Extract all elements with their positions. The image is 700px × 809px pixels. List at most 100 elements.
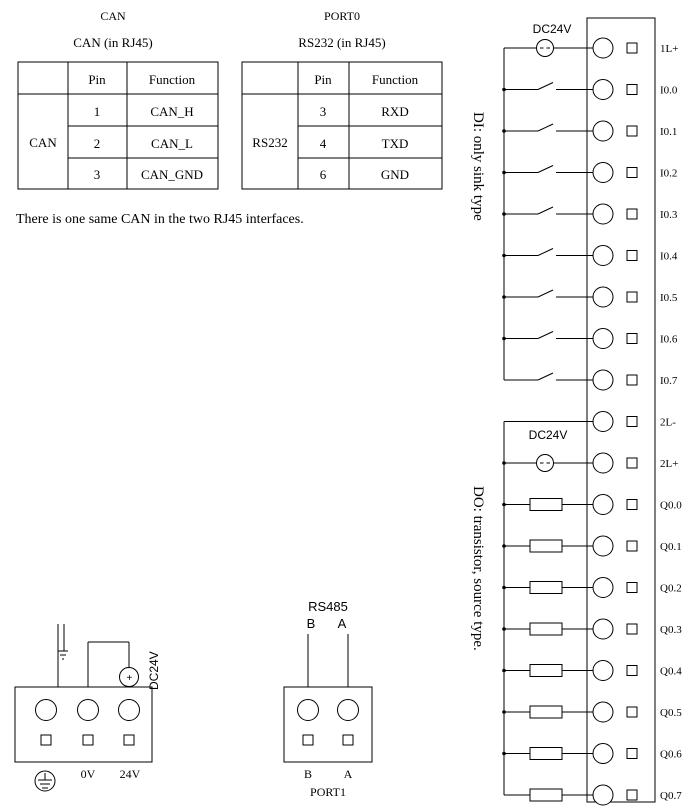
rj45-note: There is one same CAN in the two RJ45 in… — [16, 212, 304, 227]
do-type-label: DO: transistor, source type. — [470, 486, 486, 651]
terminal-label: I0.4 — [660, 251, 678, 263]
can-table: CAN CAN (in RJ45) Pin Function CAN 1 CAN… — [17, 9, 219, 190]
power-label-0v: 0V — [81, 767, 96, 781]
rs232-pin: 4 — [320, 136, 327, 151]
terminal-screw — [592, 701, 614, 723]
rs485-top-label-b: B — [307, 616, 316, 631]
rs232-table: PORT0 RS232 (in RJ45) Pin Function RS232… — [241, 9, 443, 190]
terminal-square — [626, 665, 638, 676]
terminal-label: I0.3 — [660, 209, 678, 221]
terminal-label: Q0.4 — [660, 666, 682, 678]
rs232-header-function: Function — [372, 72, 419, 87]
port1-bottom-label-b: B — [304, 767, 312, 781]
load-resistor-icon — [529, 498, 563, 511]
terminal-square — [626, 416, 638, 427]
dc24v-source-icon — [536, 39, 554, 57]
terminal-screw — [592, 743, 614, 764]
load-resistor-icon — [529, 664, 563, 677]
terminal-label: Q0.5 — [660, 707, 682, 719]
terminal-square — [626, 208, 638, 220]
terminal-square — [626, 540, 638, 552]
rs232-caption: RS232 (in RJ45) — [298, 35, 385, 50]
terminal-rows: 1L+I0.0I0.1I0.2I0.3I0.4I0.5I0.6I0.72L-2L… — [592, 37, 682, 806]
terminal-screw — [592, 120, 614, 142]
terminal-screw — [592, 618, 614, 640]
port1-bottom-label-a: A — [344, 767, 353, 781]
terminal-square — [626, 42, 638, 54]
rs232-caption-top: PORT0 — [324, 9, 360, 23]
terminal-square — [626, 748, 638, 759]
can-function: CAN_H — [150, 104, 193, 119]
port1-connector: RS485 B A B A PORT1 — [283, 599, 373, 799]
terminal-square — [626, 291, 638, 303]
rs232-pin: 3 — [320, 104, 327, 119]
dc24v-source-icon — [119, 667, 139, 687]
terminal-screw — [592, 79, 614, 100]
load-resistor-icon — [529, 788, 563, 802]
terminal-screw — [592, 328, 614, 349]
terminal-label: 2L+ — [660, 458, 678, 470]
terminal-square — [626, 167, 638, 178]
can-pin: 3 — [94, 167, 101, 182]
di-supply-label: DC24V — [533, 22, 572, 36]
terminal-square — [626, 333, 638, 344]
terminal-label: 1L+ — [660, 43, 678, 55]
power-supply-label: DC24V — [147, 651, 161, 690]
terminal-label: Q0.1 — [660, 541, 682, 553]
terminal-screw — [592, 203, 614, 225]
terminal-screw — [592, 37, 614, 59]
load-resistor-icon — [529, 539, 563, 553]
terminal-label: I0.0 — [660, 85, 678, 97]
terminal-square — [626, 582, 638, 593]
terminal-square — [626, 125, 638, 137]
terminal-label: 2L- — [660, 417, 676, 429]
can-header-function: Function — [149, 72, 196, 87]
terminal-label: Q0.6 — [660, 749, 682, 761]
terminal-label: Q0.0 — [660, 500, 682, 512]
can-caption: CAN (in RJ45) — [73, 35, 152, 50]
rs485-title: RS485 — [308, 599, 348, 614]
can-function: CAN_GND — [141, 167, 203, 182]
terminal-screw — [592, 411, 614, 432]
terminal-square — [626, 706, 638, 718]
load-resistor-icon — [529, 622, 563, 636]
terminal-label: Q0.3 — [660, 624, 682, 636]
terminal-screw — [592, 577, 614, 598]
load-resistor-icon — [529, 581, 563, 594]
power-label-24v: 24V — [120, 767, 141, 781]
can-header-pin: Pin — [88, 72, 106, 87]
terminal-label: I0.5 — [660, 292, 678, 304]
rs232-header-pin: Pin — [314, 72, 332, 87]
terminal-square — [626, 499, 638, 510]
can-function: CAN_L — [151, 136, 193, 151]
can-caption-top: CAN — [100, 9, 126, 23]
terminal-label: Q0.7 — [660, 790, 682, 802]
switch-contact-icon — [537, 165, 554, 173]
can-pin: 2 — [94, 136, 101, 151]
terminal-square — [626, 789, 638, 801]
rs232-group-label: RS232 — [252, 135, 287, 150]
terminal-wiring — [502, 39, 593, 802]
switch-contact-icon — [537, 289, 554, 298]
rs485-top-label-a: A — [338, 616, 347, 631]
terminal-screw — [592, 162, 614, 183]
load-resistor-icon — [529, 747, 563, 760]
terminal-block: DI: only sink type DO: transistor, sourc… — [470, 17, 682, 806]
terminal-screw — [592, 784, 614, 806]
terminal-screw — [592, 494, 614, 515]
terminal-label: Q0.2 — [660, 583, 682, 595]
terminal-label: I0.7 — [660, 375, 678, 387]
do-supply-label: DC24V — [529, 428, 568, 442]
terminal-label: I0.2 — [660, 168, 677, 180]
terminal-square — [626, 457, 638, 469]
power-connector: + DC24V 0V 24V — [14, 624, 161, 792]
terminal-square — [626, 84, 638, 95]
switch-contact-icon — [537, 372, 554, 381]
rs232-function: GND — [381, 167, 409, 182]
terminal-screw — [592, 452, 614, 474]
can-pin: 1 — [94, 104, 101, 119]
terminal-screw — [592, 660, 614, 681]
rs232-function: RXD — [381, 104, 408, 119]
terminal-block-body — [586, 17, 656, 803]
